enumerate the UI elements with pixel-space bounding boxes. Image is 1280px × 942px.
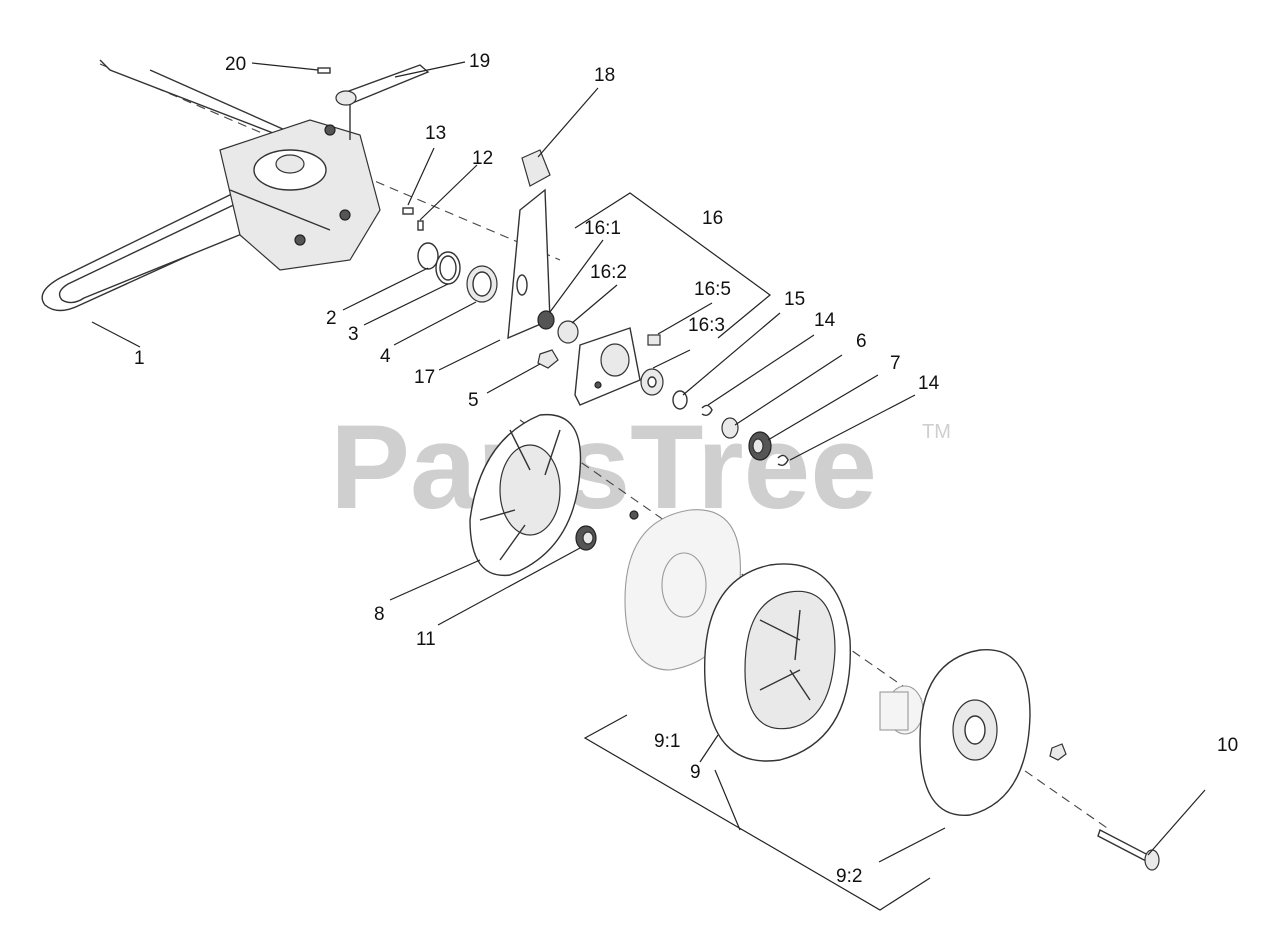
part-10-bolt (1097, 829, 1160, 871)
label-16-5: 16:5 (694, 279, 731, 300)
label-18: 18 (594, 65, 615, 86)
label-19: 19 (469, 51, 490, 72)
watermark-tm: TM (922, 421, 951, 443)
part-7-gear (748, 431, 772, 461)
label-14-upper: 14 (814, 310, 836, 331)
label-14-lower: 14 (918, 373, 940, 394)
transmission-housing (219, 119, 381, 271)
label-20: 20 (225, 54, 246, 75)
part-8-inner-cover (469, 413, 582, 577)
label-9-2: 9:2 (836, 866, 862, 887)
part-16-2-spacer (557, 320, 579, 344)
label-1: 1 (134, 348, 145, 369)
watermark: PartsTree TM (330, 400, 951, 534)
wheel-bearing (879, 685, 924, 735)
label-13: 13 (425, 123, 446, 144)
part-15-washer (672, 390, 688, 410)
label-12: 12 (472, 148, 493, 169)
part-3-washer (435, 251, 461, 285)
part-19-lever (335, 64, 430, 140)
label-3: 3 (348, 324, 359, 345)
label-10: 10 (1217, 735, 1238, 756)
part-16-3-washer (640, 368, 664, 396)
label-16-2: 16:2 (590, 262, 627, 283)
label-16-3: 16:3 (688, 315, 725, 336)
label-4: 4 (380, 346, 391, 367)
label-15: 15 (784, 289, 805, 310)
part-2-retaining-ring (417, 242, 439, 270)
part-20-pin (317, 67, 331, 74)
part-labels: 1 2 3 4 5 6 7 8 9 9:1 9:2 10 11 12 13 14… (134, 51, 1238, 887)
part-14-clip-lower (777, 454, 789, 467)
leader-lines (91, 61, 1206, 911)
label-9: 9 (690, 762, 701, 783)
part-9-1-tire (703, 563, 851, 762)
part-14-clip-upper (701, 404, 713, 417)
part-16-5-stud (647, 334, 661, 346)
part-17-bracket (507, 188, 551, 340)
hub-nut (1049, 743, 1067, 761)
label-7: 7 (890, 353, 901, 374)
shaft-axis-line (99, 63, 561, 261)
label-17: 17 (414, 367, 435, 388)
label-8: 8 (374, 604, 385, 625)
watermark-text: PartsTree (330, 400, 877, 534)
part-16-1-bearing (537, 310, 555, 330)
label-9-1: 9:1 (654, 731, 680, 752)
part-18-clip (521, 149, 551, 187)
label-5: 5 (468, 390, 479, 411)
part-5-nut (537, 349, 559, 369)
part-13-key (402, 207, 414, 215)
part-9-2-hub-cap (919, 649, 1031, 816)
part-12-spring (417, 220, 424, 231)
label-2: 2 (326, 308, 337, 329)
part-4-bushing (466, 265, 498, 303)
label-16: 16 (702, 208, 723, 229)
label-6: 6 (856, 331, 867, 352)
label-11: 11 (416, 629, 436, 650)
part-16-plate (574, 327, 641, 406)
part-11-bushing (575, 525, 597, 551)
label-16-1: 16:1 (584, 218, 621, 239)
part-6-washer (721, 417, 739, 439)
